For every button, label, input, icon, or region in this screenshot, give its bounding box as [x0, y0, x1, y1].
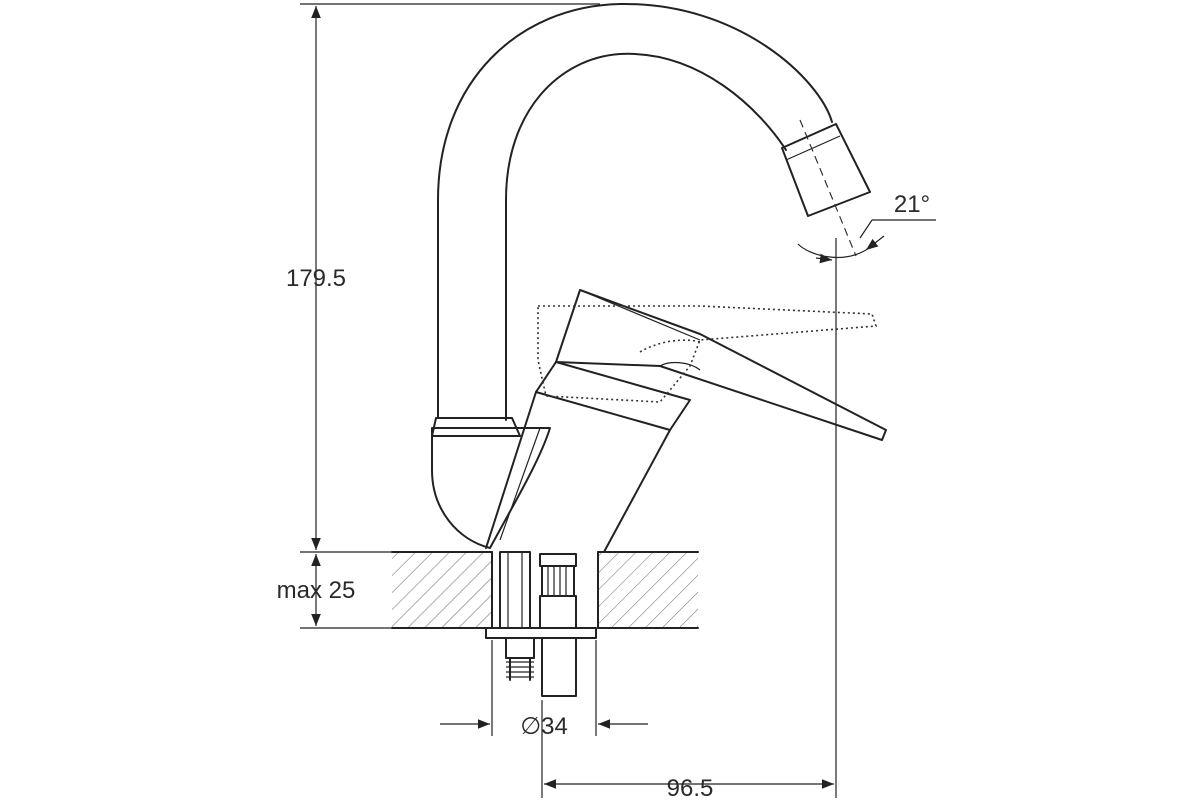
dimension-aerator-angle: 21° [797, 191, 936, 264]
dimension-height: 179.5 [286, 3, 600, 550]
spout [437, 2, 871, 421]
dimension-spout-reach: 96.5 [541, 238, 837, 800]
hole-diameter-label: ∅34 [520, 713, 568, 740]
lever-alternate-position [537, 305, 878, 403]
faucet-body [431, 361, 691, 553]
deck-thickness-label: max 25 [277, 577, 356, 604]
aerator-angle-label: 21° [894, 191, 930, 218]
height-label: 179.5 [286, 265, 346, 292]
countertop-section [391, 551, 699, 629]
spout-reach-label: 96.5 [667, 775, 714, 800]
lever-handle [555, 289, 887, 441]
mounting-hardware [485, 551, 597, 697]
dimension-deck-thickness: max 25 [277, 551, 392, 629]
dimension-hole-diameter: ∅34 [440, 640, 648, 740]
